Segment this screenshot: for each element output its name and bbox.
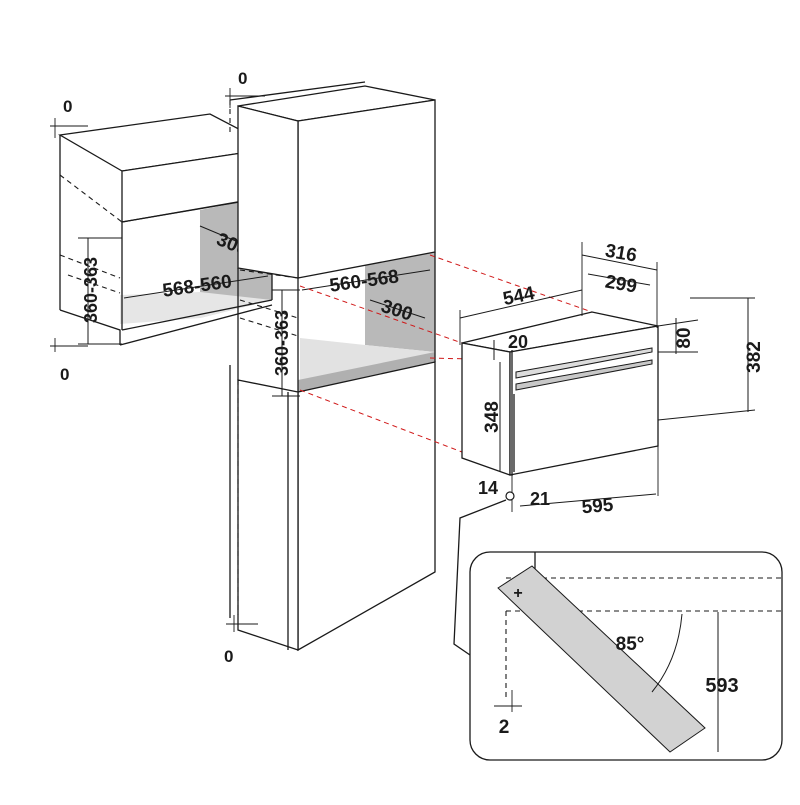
appliance-front-height: 382 <box>744 341 765 373</box>
door-clearance: 2 <box>499 717 510 738</box>
detail-callout-point <box>505 491 515 501</box>
tall-cabinet-side-upper <box>237 105 299 279</box>
appliance-total-depth: 316 <box>604 240 639 266</box>
door-opening-angle: 85° <box>616 634 645 655</box>
appliance-control-strip <box>515 347 653 379</box>
appliance-gap-top: 20 <box>508 332 528 352</box>
appliance-body-depth: 299 <box>604 271 639 297</box>
appliance-front-width: 595 <box>581 495 615 519</box>
tall-cabinet-side-lower <box>237 379 299 651</box>
tall-cabinet <box>229 81 436 652</box>
appliance-body-height: 348 <box>482 401 503 433</box>
tall-cabinet-shelf <box>298 352 435 392</box>
wall-cabinet <box>58 113 278 346</box>
wall-cabinet-floor <box>120 292 272 324</box>
appliance-front <box>509 325 659 476</box>
door-panel <box>497 565 706 753</box>
angle-arc <box>651 613 683 693</box>
appliance-handle <box>515 359 653 391</box>
wall-cabinet-height: 360-363 <box>81 257 101 323</box>
tall-cabinet-offset-bottom: 0 <box>224 647 233 666</box>
tall-cabinet-front-upper <box>297 99 436 279</box>
appliance <box>461 311 659 476</box>
door-pivot-mark: + <box>513 585 522 602</box>
appliance-side-right: 21 <box>530 489 550 509</box>
wall-cabinet-offset-bottom: 0 <box>60 365 69 384</box>
tall-cabinet-offset-top: 0 <box>238 69 247 88</box>
wall-cabinet-offset-top: 0 <box>63 97 72 116</box>
appliance-front-offset: 80 <box>674 327 695 348</box>
tall-cabinet-front-lower <box>297 361 436 652</box>
appliance-side-left: 14 <box>478 478 498 498</box>
door-detail: + 85° 593 2 <box>453 499 783 761</box>
appliance-body-width: 544 <box>501 283 537 310</box>
tall-cabinet-height: 360-363 <box>272 310 292 376</box>
door-height: 593 <box>705 675 738 697</box>
